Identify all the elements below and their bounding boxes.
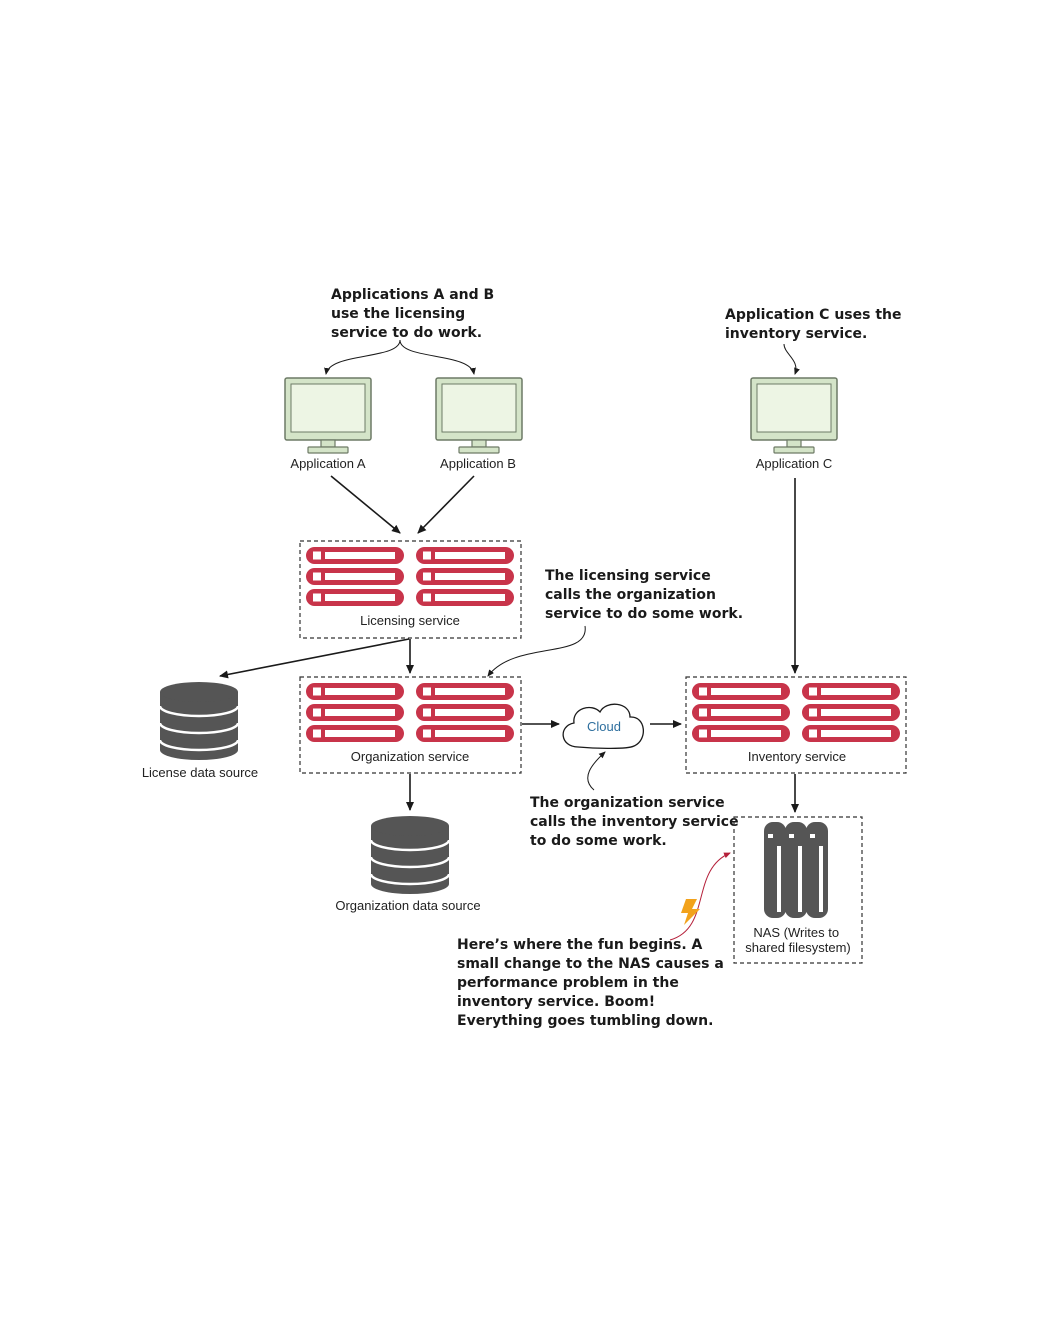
note-licensing: The licensing service calls the organiza… [545,568,743,622]
arrow-app-a-to-licensing [330,475,401,534]
monitor-icon [750,377,838,454]
cloud: Cloud [562,703,644,750]
note-fun-line-3: performance problem in the [457,975,679,991]
nas: NAS (Writes to shared filesystem) [733,816,863,964]
database-icon [369,814,451,896]
nas-icon [764,822,828,918]
note-apps-ab: Applications A and B use the licensing s… [331,287,499,341]
note-fun-line-4: inventory service. Boom! [457,994,655,1010]
cloud-icon [562,703,644,750]
note-app-c-line-1: Application C uses the [725,307,901,323]
note-organization-line-1: The organization service [530,795,725,811]
application-c-label: Application C [756,456,833,471]
license-data-source-label: License data source [142,765,258,780]
pointer-nas-red [669,852,731,941]
organization-data-source-label: Organization data source [335,898,480,913]
server-icon [692,683,900,742]
nas-label-line-1: NAS (Writes to [753,925,839,940]
arrow-licensing-to-license-data [219,638,410,679]
inventory-service: Inventory service [685,676,907,774]
cloud-label: Cloud [587,719,621,734]
licensing-service-label: Licensing service [360,613,460,628]
licensing-service: Licensing service [299,540,522,639]
pointer-apps-ab [324,339,401,375]
note-organization-line-3: to do some work. [530,833,667,849]
monitor-icon [435,377,523,454]
inventory-service-label: Inventory service [748,749,846,764]
pointer-licensing [487,625,586,677]
note-licensing-line-3: service to do some work. [545,606,743,622]
note-apps-ab-line-3: service to do work. [331,325,482,341]
nas-label-line-2: shared filesystem) [745,940,850,955]
note-organization-line-2: calls the inventory service [530,814,739,830]
note-app-c: Application C uses the inventory service… [725,307,906,342]
server-icon [306,547,514,606]
server-icon [306,683,514,742]
note-fun: Here’s where the fun begins. A small cha… [457,937,729,1029]
application-b-label: Application B [440,456,516,471]
arrow-app-b-to-licensing [417,475,475,534]
application-a [284,377,372,454]
monitor-icon [284,377,372,454]
license-data-source [158,680,240,762]
pointer-organization [587,751,606,791]
note-licensing-line-2: calls the organization [545,587,716,603]
note-app-c-line-2: inventory service. [725,326,867,342]
pointer-apps-ab-b [399,339,476,375]
organization-service: Organization service [299,676,522,774]
note-fun-line-2: small change to the NAS causes a [457,956,724,972]
application-c [750,377,838,454]
note-organization: The organization service calls the inven… [530,795,743,849]
note-licensing-line-1: The licensing service [545,568,711,584]
database-icon [158,680,240,762]
note-apps-ab-line-1: Applications A and B [331,287,494,303]
application-a-label: Application A [290,456,365,471]
organization-service-label: Organization service [351,749,470,764]
application-b [435,377,523,454]
pointer-app-c [783,343,800,375]
note-fun-line-1: Here’s where the fun begins. A [457,937,703,953]
lightning-icon [681,899,700,925]
organization-data-source [369,814,451,896]
note-apps-ab-line-2: use the licensing [331,306,465,322]
note-fun-line-5: Everything goes tumbling down. [457,1013,713,1029]
nas-label: NAS (Writes to shared filesystem) [745,925,850,955]
